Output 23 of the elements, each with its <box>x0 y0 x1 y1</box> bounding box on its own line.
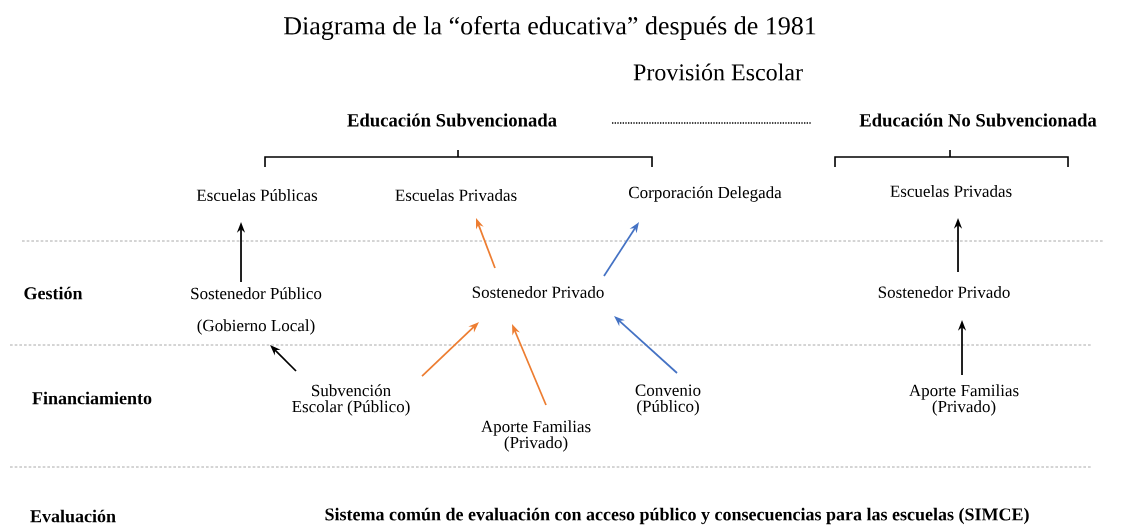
text-label: Sostenedor Privado <box>878 286 1010 298</box>
note: Sistema común de evaluación con acceso público y consecuencias para las escuelas (SIMCE) <box>325 507 1029 525</box>
heading: Provisión Escolar <box>633 63 803 81</box>
text-label: Convenio (Público) <box>635 384 701 416</box>
text-label: Escuelas Públicas <box>196 189 318 201</box>
section-heading: Educación Subvencionada <box>347 113 557 127</box>
text-label: Corporación Delegada <box>629 186 782 202</box>
text-label: Sostenedor Público (Gobierno Local) <box>191 287 322 335</box>
dotted-connector <box>611 122 813 124</box>
text-label: Aporte Familias (Privado) <box>909 384 1019 416</box>
text-label: Escuelas Privadas <box>890 185 1012 197</box>
row-label: Financiamiento <box>32 391 152 405</box>
text-label: Subvención Escolar (Público) <box>292 384 410 416</box>
row-label: Evaluación <box>30 509 116 523</box>
arrow <box>614 316 678 374</box>
arrow <box>421 322 479 377</box>
text-label: Escuelas Privadas <box>395 189 517 201</box>
row-label: Gestión <box>24 286 83 300</box>
section-heading: Educación No Subvencionada <box>859 113 1097 127</box>
arrow <box>270 345 297 372</box>
title: Diagrama de la “oferta educativa” después de 1981 <box>284 16 816 40</box>
text-label: Aporte Familias (Privado) <box>481 420 591 452</box>
text-label: Sostenedor Privado <box>472 286 604 298</box>
